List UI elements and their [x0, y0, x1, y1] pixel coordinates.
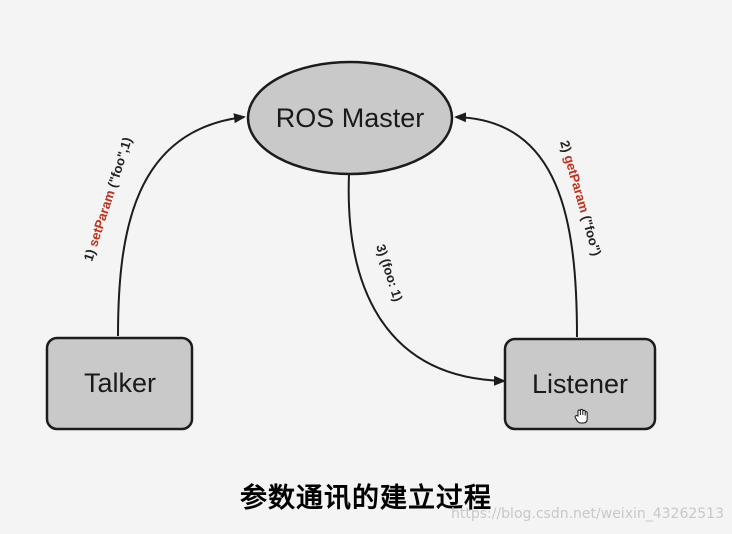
- edge-talker-to-master: [117, 113, 246, 337]
- set-param-label: 1) setParam ("foo",1): [81, 135, 135, 263]
- diagram-caption: 参数通讯的建立过程: [240, 483, 492, 514]
- ros-master-node: ROS Master: [246, 60, 454, 176]
- talker-node: Talker: [45, 336, 194, 431]
- get-param-label: 2) getParam ("foo"): [557, 139, 604, 258]
- hand-cursor-icon: [574, 408, 588, 424]
- listener-node: Listener: [503, 337, 657, 431]
- listener-label: Listener: [532, 369, 628, 399]
- talker-label: Talker: [84, 368, 156, 398]
- ros-master-label: ROS Master: [276, 103, 425, 133]
- watermark-url: https://blog.csdn.net/weixin_43262513: [450, 506, 724, 522]
- edge-listener-to-master: [454, 112, 578, 338]
- result-label: 3) (foo: 1): [373, 242, 406, 303]
- edge-master-to-listener: [347, 173, 506, 386]
